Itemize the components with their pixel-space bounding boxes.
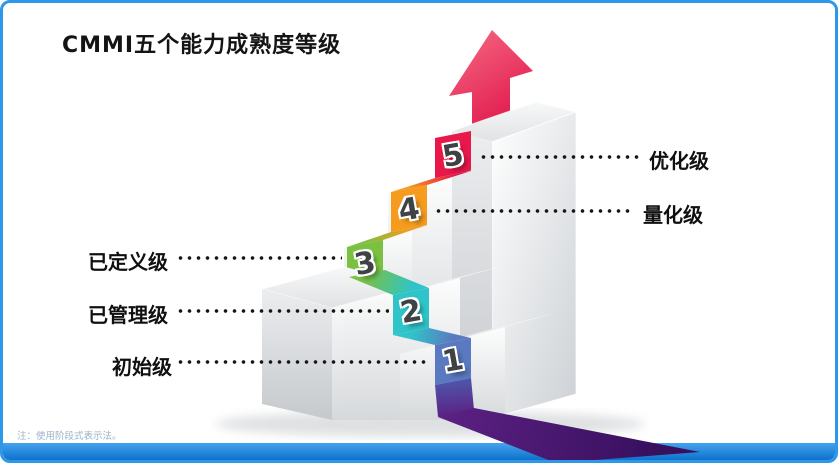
slide-title: CMMI五个能力成熟度等级 bbox=[62, 33, 342, 58]
level-label-3: 已定义级 bbox=[88, 250, 168, 274]
base-ribbon-floor bbox=[438, 408, 700, 463]
step-5-riser-ribbon bbox=[435, 131, 471, 178]
footnote: 注：使用阶段式表示法。 bbox=[17, 431, 122, 442]
landing-left-face bbox=[262, 289, 332, 420]
leader-line-level-3 bbox=[176, 256, 342, 260]
level-label-5: 优化级 bbox=[649, 149, 709, 173]
tread-ribbon-5-4 bbox=[391, 171, 471, 192]
level-label-4: 量化级 bbox=[643, 203, 703, 227]
leader-line-level-1 bbox=[176, 360, 430, 364]
base-ribbon-face bbox=[435, 378, 474, 417]
up-arrow bbox=[449, 30, 533, 142]
leader-line-level-2 bbox=[176, 309, 389, 313]
tread-ribbon-3-2 bbox=[349, 270, 429, 295]
step-2-riser-ribbon bbox=[393, 288, 429, 335]
step-4-riser-ribbon bbox=[391, 185, 427, 232]
tread-ribbon-2-1 bbox=[393, 328, 471, 345]
tread-ribbon-4-3 bbox=[347, 225, 427, 247]
leader-line-level-4 bbox=[434, 209, 634, 213]
level-label-2: 已管理级 bbox=[88, 303, 168, 327]
leader-line-level-5 bbox=[479, 155, 641, 159]
step-1-riser-ribbon bbox=[435, 338, 471, 385]
level-label-1: 初始级 bbox=[112, 355, 172, 379]
